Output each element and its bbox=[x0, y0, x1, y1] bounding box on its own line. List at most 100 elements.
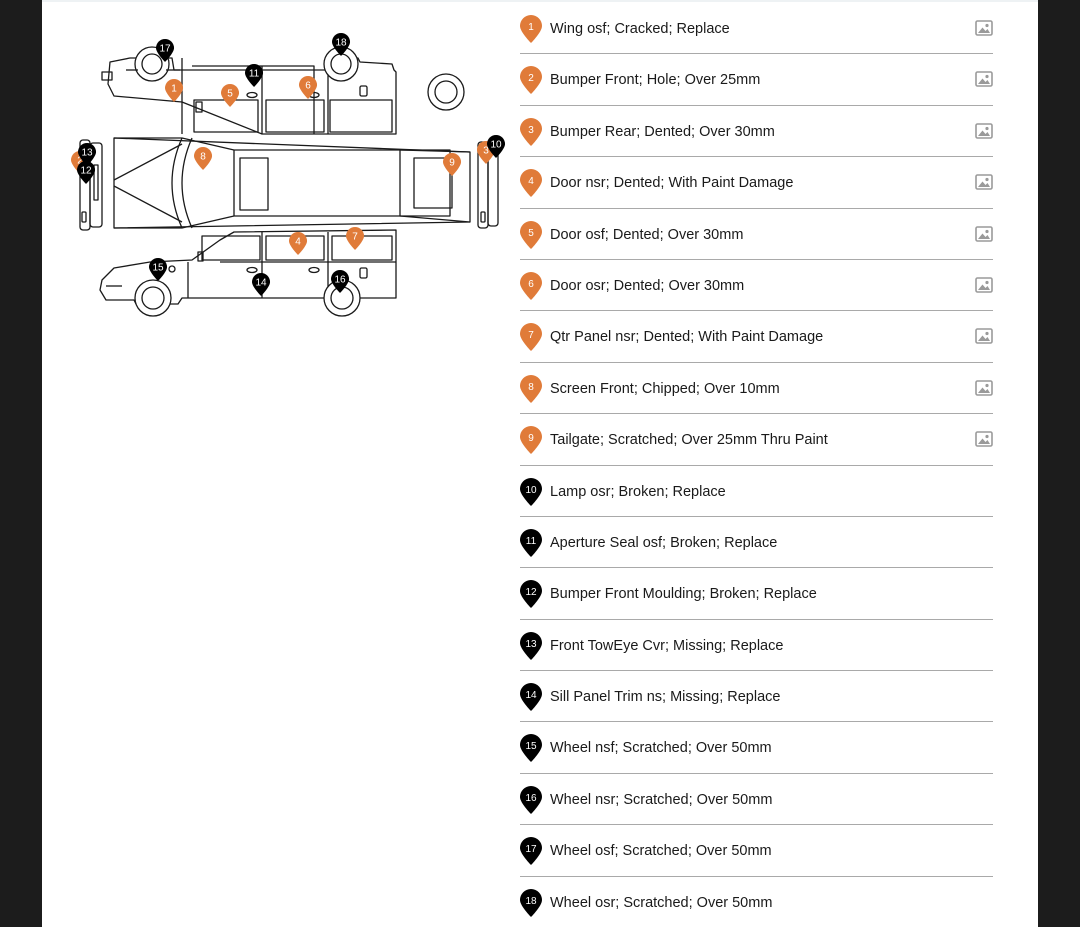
damage-pin-icon: 14 bbox=[520, 683, 542, 712]
diagram-marker-7[interactable]: 7 bbox=[346, 227, 365, 250]
damage-pin-icon: 9 bbox=[520, 426, 542, 455]
damage-pin-icon: 12 bbox=[520, 580, 542, 609]
diagram-marker-17[interactable]: 17 bbox=[156, 39, 175, 62]
diagram-marker-number: 8 bbox=[200, 151, 206, 162]
diagram-marker-6[interactable]: 6 bbox=[299, 76, 318, 99]
top-border bbox=[42, 0, 1038, 2]
damage-list-item[interactable]: 12 Bumper Front Moulding; Broken; Replace bbox=[520, 568, 993, 620]
damage-pin-number: 9 bbox=[528, 433, 534, 444]
damage-list-item[interactable]: 4 Door nsr; Dented; With Paint Damage bbox=[520, 157, 993, 209]
diagram-marker-number: 16 bbox=[334, 274, 346, 285]
diagram-marker-number: 10 bbox=[490, 139, 502, 150]
damage-pin-number: 4 bbox=[528, 176, 534, 187]
diagram-marker-10[interactable]: 10 bbox=[487, 135, 506, 158]
vehicle-outline-front bbox=[79, 139, 103, 231]
damage-pin-number: 3 bbox=[528, 125, 534, 136]
diagram-marker-number: 5 bbox=[227, 88, 233, 99]
damage-pin-number: 13 bbox=[525, 639, 537, 650]
damage-list-item[interactable]: 14 Sill Panel Trim ns; Missing; Replace bbox=[520, 671, 993, 723]
diagram-marker-number: 3 bbox=[483, 145, 489, 156]
diagram-marker-18[interactable]: 18 bbox=[332, 33, 351, 56]
vehicle-outline-plan bbox=[113, 137, 471, 229]
damage-list-item[interactable]: 18 Wheel osr; Scratched; Over 50mm bbox=[520, 877, 993, 927]
damage-description: Sill Panel Trim ns; Missing; Replace bbox=[550, 689, 781, 706]
damage-pin-number: 10 bbox=[525, 485, 537, 496]
image-icon[interactable] bbox=[975, 122, 993, 139]
image-icon[interactable] bbox=[975, 71, 993, 88]
damage-description: Lamp osr; Broken; Replace bbox=[550, 483, 726, 500]
diagram-marker-11[interactable]: 11 bbox=[245, 64, 264, 87]
diagram-marker-1[interactable]: 1 bbox=[165, 79, 184, 102]
damage-description: Wheel nsr; Scratched; Over 50mm bbox=[550, 791, 773, 808]
damage-pin-icon: 16 bbox=[520, 785, 542, 814]
damage-pin-icon: 11 bbox=[520, 528, 542, 557]
image-icon[interactable] bbox=[975, 431, 993, 447]
diagram-marker-number: 1 bbox=[171, 83, 177, 94]
diagram-marker-9[interactable]: 9 bbox=[443, 153, 462, 176]
diagram-marker-8[interactable]: 8 bbox=[194, 147, 213, 170]
damage-description: Door osr; Dented; Over 30mm bbox=[550, 277, 745, 294]
diagram-marker-13[interactable]: 13 bbox=[78, 143, 97, 166]
damage-pin-number: 1 bbox=[528, 22, 534, 33]
damage-pin-number: 5 bbox=[528, 228, 534, 239]
damage-pin-number: 16 bbox=[525, 793, 537, 804]
damage-description: Bumper Front Moulding; Broken; Replace bbox=[550, 586, 817, 603]
diagram-marker-5[interactable]: 5 bbox=[221, 84, 240, 107]
damage-list-item[interactable]: 9 Tailgate; Scratched; Over 25mm Thru Pai… bbox=[520, 414, 993, 466]
image-icon[interactable] bbox=[975, 277, 993, 293]
damage-pin-number: 7 bbox=[528, 330, 534, 341]
diagram-marker-number: 17 bbox=[159, 43, 171, 54]
damage-pin-icon: 3 bbox=[520, 117, 542, 146]
damage-description: Wheel osf; Scratched; Over 50mm bbox=[550, 843, 772, 860]
image-icon[interactable] bbox=[975, 225, 993, 242]
image-icon[interactable] bbox=[975, 379, 993, 396]
diagram-marker-12[interactable]: 12 bbox=[77, 161, 96, 184]
damage-pin-icon: 4 bbox=[520, 169, 542, 198]
damage-pin-number: 2 bbox=[528, 73, 534, 84]
diagram-marker-16[interactable]: 16 bbox=[331, 270, 350, 293]
diagram-marker-number: 14 bbox=[255, 277, 267, 288]
damage-description: Bumper Front; Hole; Over 25mm bbox=[550, 72, 761, 89]
damage-list-item[interactable]: 11 Aperture Seal osf; Broken; Replace bbox=[520, 517, 993, 569]
damage-pin-number: 12 bbox=[525, 587, 537, 598]
damage-description: Aperture Seal osf; Broken; Replace bbox=[550, 534, 778, 551]
spare-wheel-outline bbox=[427, 73, 465, 111]
vehicle-outline-offside bbox=[101, 46, 397, 135]
damage-pin-number: 11 bbox=[526, 536, 537, 547]
damage-list-item[interactable]: 13 Front TowEye Cvr; Missing; Replace bbox=[520, 620, 993, 672]
damage-list-item[interactable]: 3 Bumper Rear; Dented; Over 30mm bbox=[520, 106, 993, 158]
damage-pin-number: 18 bbox=[525, 896, 537, 907]
damage-list-item[interactable]: 7 Qtr Panel nsr; Dented; With Paint Damag… bbox=[520, 311, 993, 363]
vehicle-outline-nearside bbox=[99, 229, 397, 317]
diagram-marker-number: 15 bbox=[152, 262, 164, 273]
damage-description: Door nsr; Dented; With Paint Damage bbox=[550, 175, 794, 192]
diagram-marker-14[interactable]: 14 bbox=[252, 273, 271, 296]
damage-list-item[interactable]: 2 Bumper Front; Hole; Over 25mm bbox=[520, 54, 993, 106]
damage-description: Wheel nsf; Scratched; Over 50mm bbox=[550, 740, 772, 757]
damage-description: Front TowEye Cvr; Missing; Replace bbox=[550, 637, 784, 654]
damage-pin-icon: 5 bbox=[520, 220, 542, 249]
diagram-marker-15[interactable]: 15 bbox=[149, 258, 168, 281]
damage-pin-icon: 10 bbox=[520, 477, 542, 506]
image-icon[interactable] bbox=[975, 174, 993, 190]
damage-description: Tailgate; Scratched; Over 25mm Thru Pain… bbox=[550, 432, 828, 449]
damage-description: Bumper Rear; Dented; Over 30mm bbox=[550, 123, 775, 140]
image-icon[interactable] bbox=[975, 20, 993, 36]
damage-list-item[interactable]: 10 Lamp osr; Broken; Replace bbox=[520, 466, 993, 517]
diagram-marker-number: 18 bbox=[335, 37, 347, 48]
diagram-marker-number: 12 bbox=[80, 165, 92, 176]
image-icon[interactable] bbox=[975, 328, 993, 345]
diagram-marker-4[interactable]: 4 bbox=[289, 232, 308, 255]
damage-list-item[interactable]: 16 Wheel nsr; Scratched; Over 50mm bbox=[520, 774, 993, 826]
damage-description: Qtr Panel nsr; Dented; With Paint Damage bbox=[550, 329, 824, 346]
damage-description: Wheel osr; Scratched; Over 50mm bbox=[550, 894, 773, 911]
